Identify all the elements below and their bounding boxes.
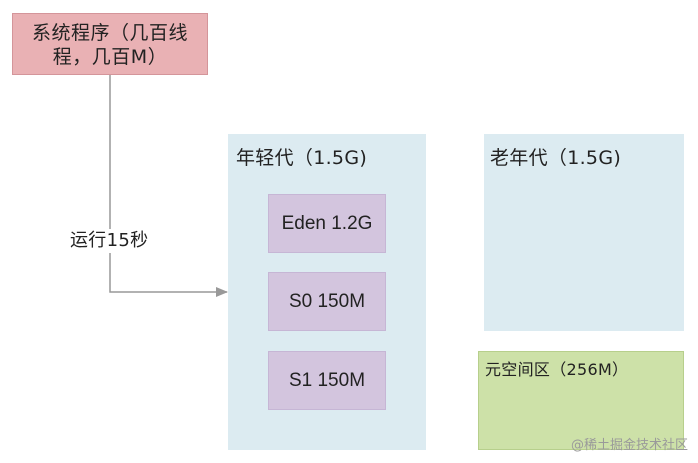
system-program-box: 系统程序（几百线 程，几百M） [12, 13, 208, 75]
system-program-label-line2: 程，几百M） [52, 46, 168, 68]
eden-region: Eden 1.2G [268, 194, 386, 253]
old-generation-title: 老年代（1.5G) [490, 147, 622, 169]
metaspace-box: 元空间区（256M） [478, 351, 684, 450]
metaspace-title: 元空间区（256M） [485, 360, 629, 379]
survivor-s1-region: S1 150M [268, 351, 386, 410]
run-duration-label: 运行15秒 [68, 229, 151, 253]
system-program-label-line1: 系统程序（几百线 [31, 22, 188, 44]
young-generation-box: 年轻代（1.5G) Eden 1.2G S0 150M S1 150M [228, 134, 426, 450]
old-generation-box: 老年代（1.5G) [484, 134, 684, 331]
young-generation-title: 年轻代（1.5G) [236, 147, 368, 169]
flow-arrow-path [109, 75, 228, 297]
watermark-text: @稀土掘金技术社区 [570, 438, 688, 453]
survivor-s0-region: S0 150M [268, 272, 386, 331]
